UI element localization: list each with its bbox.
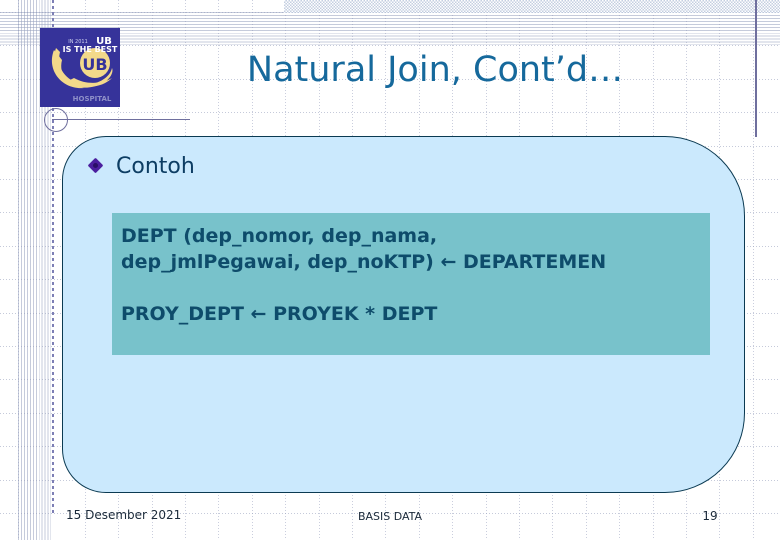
right-accent-vertical-line — [755, 0, 757, 137]
grid-hline — [0, 513, 780, 514]
left-accent-vertical-line — [52, 0, 54, 515]
footer-date: 15 Desember 2021 — [66, 508, 182, 522]
footer-subject: BASIS DATA — [357, 510, 423, 523]
code-line-2: dep_jmlPegawai, dep_noKTP) ← DEPARTEMEN — [121, 251, 607, 273]
bullet-label: Contoh — [116, 154, 195, 179]
code-line-1: DEPT (dep_nomor, dep_nama, — [121, 225, 438, 247]
content-panel: Contoh DEPT (dep_nomor, dep_nama, dep_jm… — [62, 136, 745, 493]
grid-hline — [0, 79, 780, 80]
grid-hline — [0, 45, 780, 46]
relational-algebra-block: DEPT (dep_nomor, dep_nama, dep_jmlPegawa… — [112, 213, 710, 355]
code-block-spacer — [121, 275, 702, 301]
left-accent-horizontal-line — [52, 119, 190, 120]
svg-text:UB: UB — [96, 36, 112, 47]
top-checkered-band — [284, 0, 780, 13]
ub-logo: UB UB IN 2011 IS THE BEST HOSPITAL — [40, 28, 120, 107]
svg-text:HOSPITAL: HOSPITAL — [73, 95, 112, 103]
left-accent-circle — [44, 108, 68, 132]
svg-text:IN 2011: IN 2011 — [68, 39, 88, 45]
grid-vline — [18, 0, 19, 540]
svg-text:IS THE BEST: IS THE BEST — [63, 45, 118, 54]
diamond-bullet-icon — [87, 157, 105, 175]
page-title: Natural Join, Cont’d… — [246, 50, 624, 90]
grid-hline — [0, 112, 780, 113]
bullet-item-contoh: Contoh — [87, 154, 195, 180]
footer-page-number: 19 — [702, 509, 718, 523]
grid-vline — [753, 0, 754, 540]
svg-text:UB: UB — [82, 55, 107, 74]
code-line-3: PROY_DEPT ← PROYEK * DEPT — [121, 303, 438, 325]
